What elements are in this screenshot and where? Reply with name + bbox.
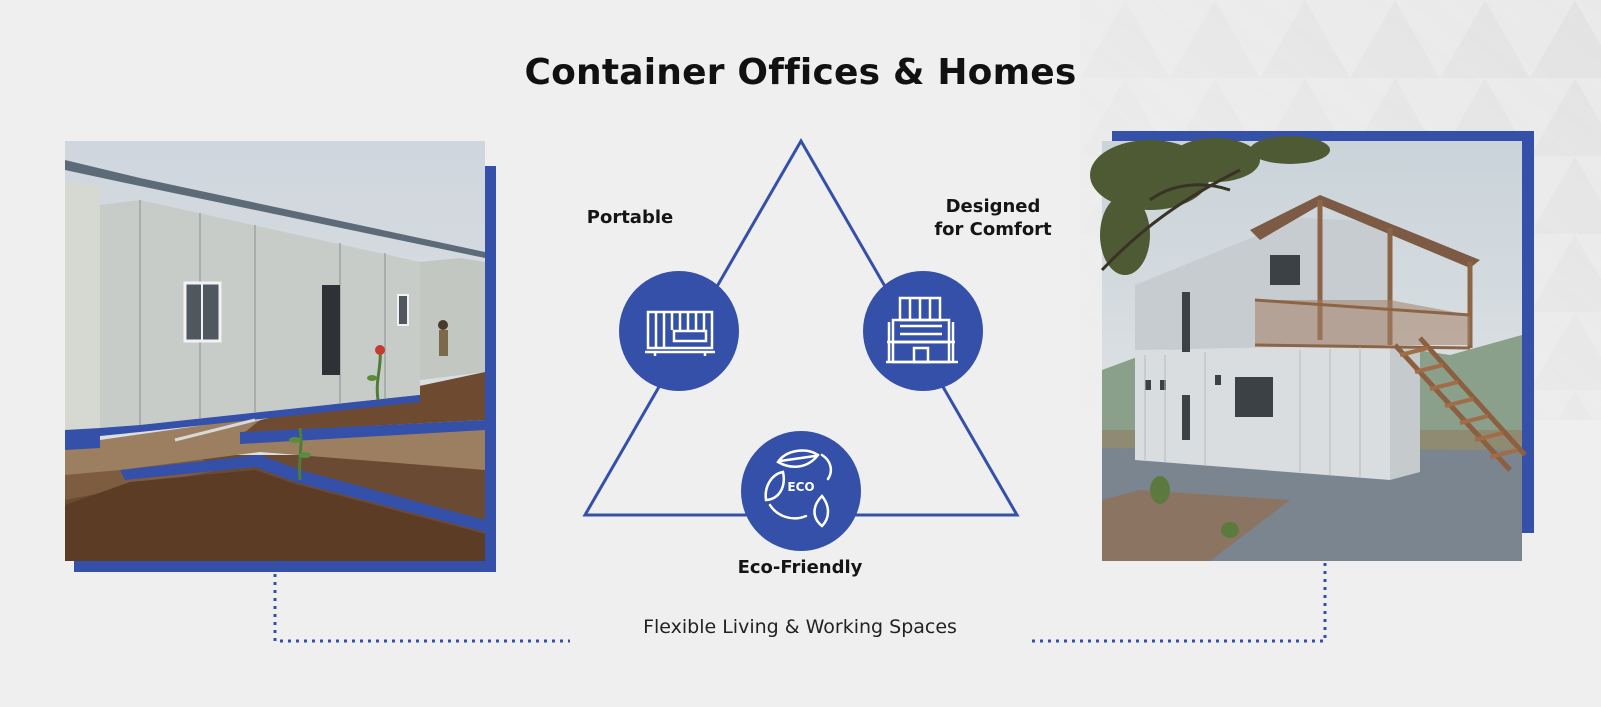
- feature-label-comfort-line1: Designed: [945, 196, 1041, 217]
- eco-badge-text: ECO: [787, 480, 815, 494]
- page-title: Container Offices & Homes: [524, 52, 1077, 93]
- dotted-connector: [273, 562, 1327, 643]
- feature-label-portable: Portable: [560, 206, 700, 229]
- feature-label-comfort-line2: for Comfort: [934, 219, 1052, 240]
- feature-label-portable-text: Portable: [586, 207, 674, 228]
- caption: Flexible Living & Working Spaces: [643, 616, 957, 638]
- feature-label-eco-text: Eco-Friendly: [737, 557, 863, 578]
- building-icon: [863, 271, 983, 391]
- eco-recycle-leaf-icon: [741, 431, 861, 551]
- photo-container-office: [65, 141, 496, 572]
- feature-label-comfort: Designed for Comfort: [913, 195, 1073, 241]
- photo-container-home: [1090, 131, 1534, 561]
- feature-label-eco: Eco-Friendly: [720, 556, 880, 579]
- container-icon: [619, 271, 739, 391]
